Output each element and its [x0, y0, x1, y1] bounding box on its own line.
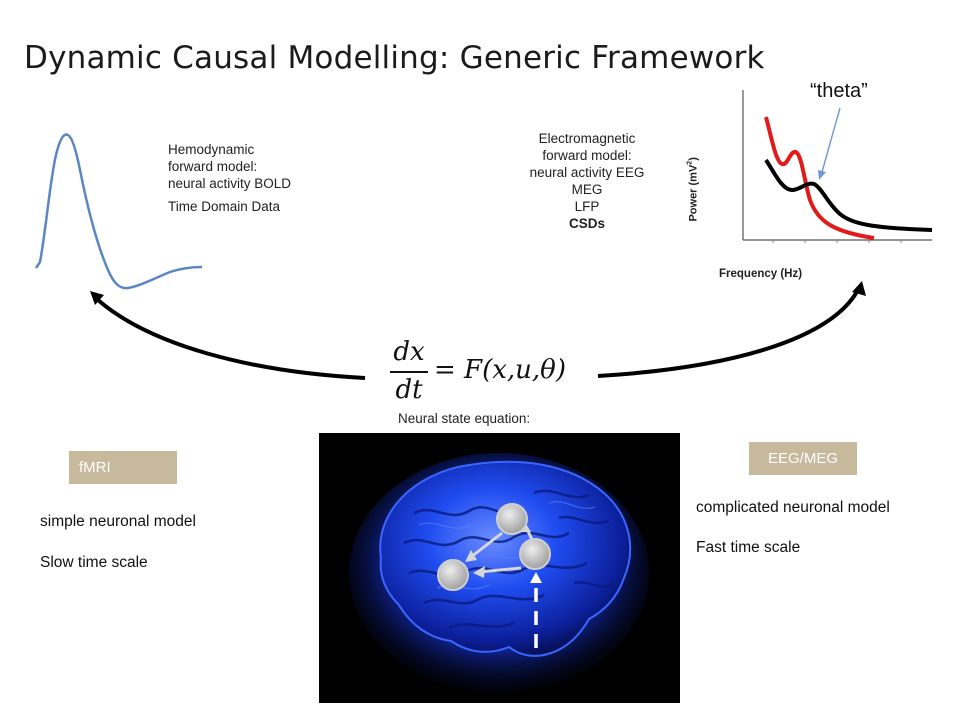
slide-title: Dynamic Causal Modelling: Generic Framew…	[24, 40, 765, 76]
electromagnetic-model-text: Electromagnetic forward model: neural ac…	[505, 130, 669, 232]
equation-numerator: dx	[393, 337, 425, 367]
theta-annotation: “theta”	[810, 80, 868, 102]
em-line-5: LFP	[574, 199, 600, 214]
em-line-3: neural activity EEG	[529, 165, 645, 180]
slow-time-scale-text: Slow time scale	[40, 554, 148, 571]
neural-state-caption: Neural state equation:	[398, 411, 531, 426]
complicated-neuronal-model-text: complicated neuronal model	[696, 499, 890, 516]
neural-state-equation: dx dt = F(x,u,θ)	[390, 337, 600, 407]
region-node-right	[519, 538, 551, 570]
em-line-4: MEG	[571, 182, 603, 197]
brain-image	[349, 453, 649, 693]
hemodynamic-line-3: neural activity BOLD	[168, 176, 292, 191]
equation-rhs: = F(x,u,θ)	[434, 355, 566, 385]
fmri-tag: fMRI	[69, 451, 177, 484]
region-node-top	[496, 503, 528, 535]
fast-time-scale-text: Fast time scale	[696, 539, 801, 556]
spectrum-black-curve	[764, 158, 933, 232]
arrow-to-eeg-head	[852, 281, 866, 296]
frequency-axis-label: Frequency (Hz)	[719, 268, 803, 280]
eeg-meg-tag: EEG/MEG	[749, 442, 857, 475]
fraction-bar	[390, 371, 428, 373]
brain-image-panel	[319, 433, 680, 703]
equation-denominator: dt	[395, 375, 423, 405]
simple-neuronal-model-text: simple neuronal model	[40, 513, 196, 530]
region-node-left	[437, 559, 469, 591]
em-line-1: Electromagnetic	[538, 131, 636, 146]
theta-pointer-line	[821, 107, 841, 173]
arrow-to-fmri	[96, 298, 366, 380]
hemodynamic-model-text: Hemodynamic forward model: neural activi…	[168, 141, 291, 215]
spectrum-red-curve	[764, 116, 875, 240]
arrow-to-eeg	[597, 289, 860, 378]
bold-response-curve	[34, 133, 203, 290]
csds-label: CSDs	[568, 216, 605, 231]
hemodynamic-line-1: Hemodynamic	[168, 142, 255, 157]
spectrum-ticks	[772, 240, 902, 243]
time-domain-data-label: Time Domain Data	[168, 199, 281, 214]
hemodynamic-line-2: forward model:	[168, 159, 258, 174]
em-line-2: forward model:	[542, 148, 632, 163]
arrow-to-fmri-head	[90, 291, 104, 305]
